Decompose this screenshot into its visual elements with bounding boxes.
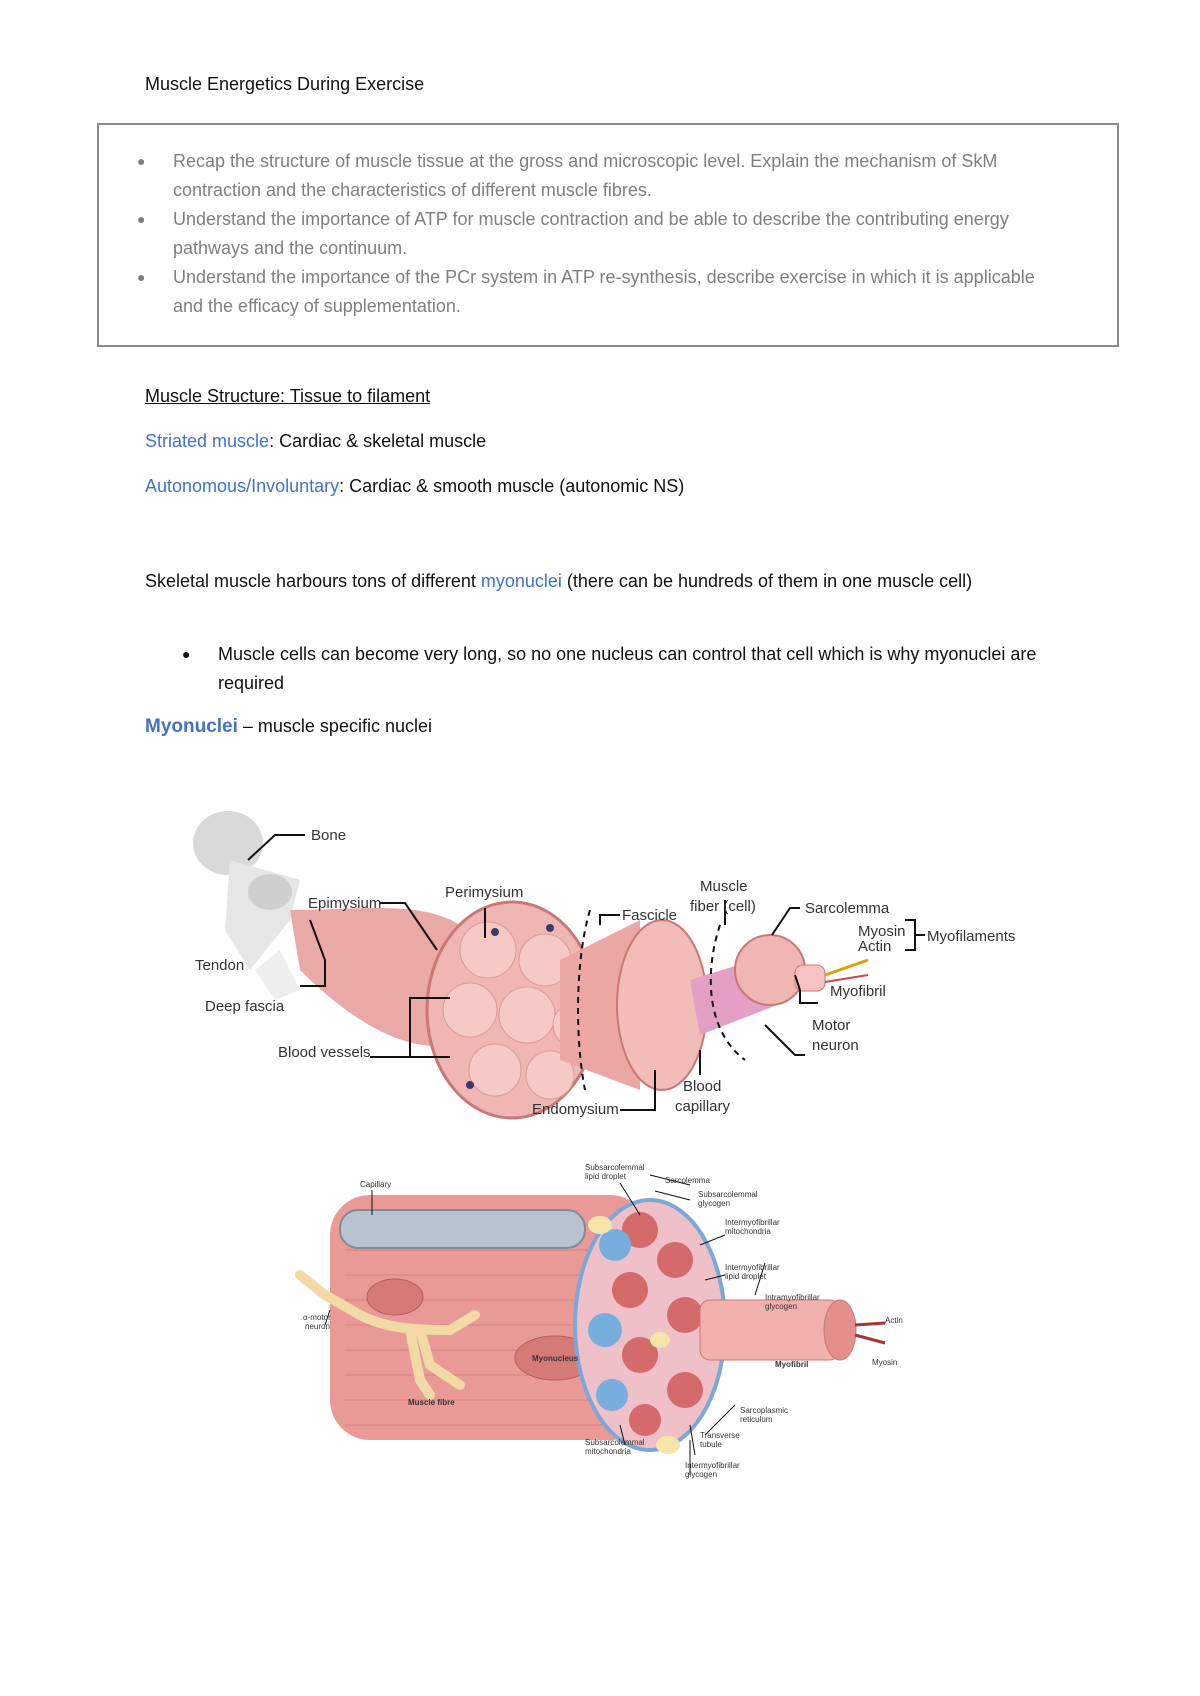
label-myonucleus: Myonucleus <box>532 1354 579 1363</box>
label-deep-fascia: Deep fascia <box>205 998 285 1015</box>
label-alpha-motor-2: neuron <box>305 1322 330 1331</box>
label-myofibril-2: Myofibril <box>775 1360 808 1369</box>
learning-objectives-box: ●Recap the structure of muscle tissue at… <box>97 123 1119 347</box>
label-bone: Bone <box>311 827 346 844</box>
label-tendon: Tendon <box>195 957 244 974</box>
page-title: Muscle Energetics During Exercise <box>145 74 424 95</box>
label-motor-neuron-1: Motor <box>812 1017 850 1034</box>
actin-filament <box>825 975 868 982</box>
label-myosin-2: Myosin <box>872 1358 897 1367</box>
label-muscle-fiber-1: Muscle <box>700 878 748 895</box>
section-heading: Muscle Structure: Tissue to filament <box>145 386 430 407</box>
label-sarcolemma-2: Sarcolemma <box>665 1176 710 1185</box>
label-subsarc-glycogen-1: Subsarcolemmal <box>698 1190 758 1199</box>
label-muscle-fiber-2: fiber (cell) <box>690 898 756 915</box>
fascicle-cross-section <box>617 920 707 1090</box>
bullet-icon: ● <box>137 205 145 234</box>
label-muscle-fibre: Muscle fibre <box>408 1398 455 1407</box>
label-actin: Actin <box>858 938 891 955</box>
label-fascicle: Fascicle <box>622 907 677 924</box>
label-subsarc-lipid-1: Subsarcolemmal <box>585 1163 645 1172</box>
skeletal-paragraph: Skeletal muscle harbours tons of differe… <box>145 567 1045 596</box>
objective-item: ●Understand the importance of ATP for mu… <box>173 205 1043 263</box>
label-actin-2: Actin <box>885 1316 903 1325</box>
bullet-icon: ● <box>137 263 145 292</box>
nucleus-oval <box>367 1279 423 1315</box>
label-subsarc-glycogen-2: glycogen <box>698 1199 730 1208</box>
actin-line <box>855 1323 885 1325</box>
label-myofilaments: Myofilaments <box>927 928 1015 945</box>
muscle-structure-diagram: Bone Epimysium Perimysium Fascicle Muscl… <box>0 800 1200 1130</box>
label-subsarc-mito-2: mitochondria <box>585 1447 631 1456</box>
label-intermyo-glycogen-2: glycogen <box>685 1470 717 1479</box>
myofibril-end <box>824 1300 856 1360</box>
label-intermyo-mito-1: Intermyofibrillar <box>725 1218 780 1227</box>
fiber-cross-section <box>735 935 805 1005</box>
label-transverse-2: tubule <box>700 1440 722 1449</box>
myonuclei-bullet: ●Muscle cells can become very long, so n… <box>218 640 1048 698</box>
label-motor-neuron-2: neuron <box>812 1037 859 1054</box>
label-transverse-1: Transverse <box>700 1431 740 1440</box>
label-capillary: Capillary <box>360 1180 391 1189</box>
label-blood-capillary-1: Blood <box>683 1078 721 1095</box>
myonuclei-definition: Myonuclei – muscle specific nuclei <box>145 716 432 738</box>
autonomous-term: Autonomous/Involuntary <box>145 476 339 496</box>
label-blood-capillary-2: capillary <box>675 1098 731 1115</box>
myonuclei-term: myonuclei <box>481 571 562 591</box>
objective-item: ●Understand the importance of the PCr sy… <box>173 263 1043 321</box>
autonomous-line: Autonomous/Involuntary: Cardiac & smooth… <box>145 476 684 497</box>
label-epimysium: Epimysium <box>308 895 381 912</box>
striated-line: Striated muscle: Cardiac & skeletal musc… <box>145 431 486 452</box>
label-intramyo-glycogen-1: Intramyofibrillar <box>765 1293 820 1302</box>
label-endomysium: Endomysium <box>532 1101 619 1118</box>
label-sarcolemma: Sarcolemma <box>805 900 890 917</box>
label-intermyo-lipid-1: Intermyofibrillar <box>725 1263 780 1272</box>
label-sarcoplasmic-1: Sarcoplasmic <box>740 1406 788 1415</box>
label-intermyo-lipid-2: lipid droplet <box>725 1272 767 1281</box>
myosin-line <box>855 1335 885 1343</box>
myosin-filament <box>825 960 868 975</box>
muscle-fibre-diagram: Capillary Subsarcolemmal lipid droplet S… <box>0 1155 1200 1495</box>
label-intermyo-mito-2: mitochondria <box>725 1227 771 1236</box>
label-blood-vessels: Blood vessels <box>278 1044 371 1061</box>
label-perimysium: Perimysium <box>445 884 523 901</box>
label-myofibril: Myofibril <box>830 983 886 1000</box>
label-intermyo-glycogen-1: Intermyofibrillar <box>685 1461 740 1470</box>
bullet-icon: ● <box>137 147 145 176</box>
objective-item: ●Recap the structure of muscle tissue at… <box>173 147 1043 205</box>
label-subsarc-mito-1: Subsarcolemmal <box>585 1438 645 1447</box>
myonuclei-bold-term: Myonuclei <box>145 716 238 737</box>
striated-term: Striated muscle <box>145 431 269 451</box>
label-intramyo-glycogen-2: glycogen <box>765 1302 797 1311</box>
striated-text: : Cardiac & skeletal muscle <box>269 431 486 451</box>
capillary-tube <box>340 1210 585 1248</box>
label-subsarc-lipid-2: lipid droplet <box>585 1172 627 1181</box>
label-alpha-motor-1: α-motor <box>303 1313 331 1322</box>
label-sarcoplasmic-2: reticulum <box>740 1415 773 1424</box>
bullet-icon: ● <box>182 640 190 669</box>
autonomous-text: : Cardiac & smooth muscle (autonomic NS) <box>339 476 684 496</box>
